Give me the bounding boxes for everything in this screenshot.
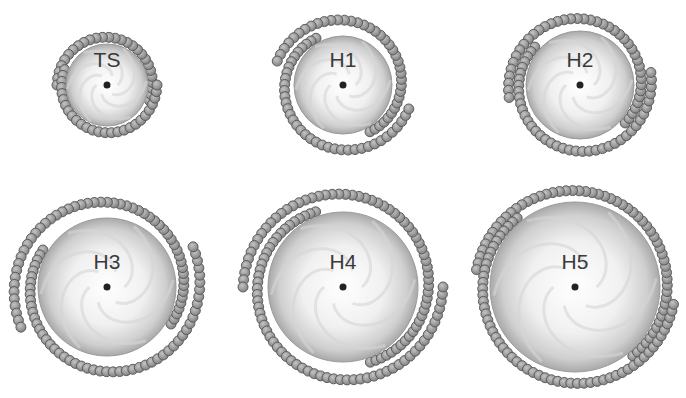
storm-bands [238,189,448,385]
storm-disk: H3 [37,217,177,357]
spiral-streak [315,287,385,348]
storm-disk: H4 [267,211,419,363]
spiral-streak [337,80,390,110]
rain-band-bead [668,299,678,309]
spiral-streak [80,75,102,121]
spiral-streak [564,278,656,330]
spiral-streak [301,226,371,287]
rain-band-bead [438,282,448,292]
spiral-streak [527,218,606,287]
rain-band-bead [504,93,514,103]
storm-disk-fill [268,212,418,362]
storm-eye [104,284,111,291]
storm-disk-fill [490,202,660,372]
rain-band-bead [188,242,198,252]
storm-eye [572,284,579,291]
spiral-streak [315,45,361,85]
storm-bands [52,32,162,137]
storm-eye [340,284,347,291]
spiral-streak [334,279,415,325]
spiral-streak [82,287,147,343]
storm-disk: H5 [489,201,661,373]
category-label: H1 [330,49,357,71]
storm-disk-fill [526,31,634,139]
storm-disk: H1 [293,35,393,135]
rain-band-bead [152,80,162,90]
rain-band-bead [646,67,656,77]
storm-outline [267,211,419,363]
storm-outline [525,30,635,140]
spiral-streak [325,85,371,125]
spiral-streak [92,85,131,119]
spiral-streak [560,85,611,129]
spiral-streak [98,280,173,322]
category-label: H4 [330,251,357,273]
storm-eye [577,82,584,89]
storm-bands [504,14,657,157]
category-label: H5 [562,251,589,273]
spiral-streak [310,73,336,128]
category-label: TS [94,49,121,71]
storm-bands [472,186,679,389]
spiral-streak [573,79,632,112]
rain-band-bead [238,282,248,292]
category-label: H3 [94,251,121,273]
storm-disk-fill [38,218,176,356]
storm-outline [489,201,661,373]
storm-bands [272,15,414,155]
storm-disk: TS [65,43,149,127]
storm-eye [104,82,111,89]
storm-disk-fill [66,44,148,126]
spiral-streak [549,41,600,85]
storm-disk-fill [294,36,392,134]
rain-band-bead [404,104,414,114]
storm-outline [37,217,177,357]
spiral-streak [353,221,393,305]
category-label: H2 [567,49,594,71]
storm-bands [9,197,205,377]
spiral-streak [519,267,564,362]
spiral-streak [68,231,133,287]
rain-band-bead [272,56,282,66]
spiral-streak [116,226,153,303]
rain-band-bead [16,322,26,332]
spiral-streak [102,81,147,106]
spiral-streak [586,212,631,307]
storm-eye [340,82,347,89]
spiral-streak [61,271,98,348]
spiral-streak [544,287,623,356]
spiral-streak [293,269,333,353]
storm-disk: H2 [525,30,635,140]
spiral-streak [544,72,573,133]
